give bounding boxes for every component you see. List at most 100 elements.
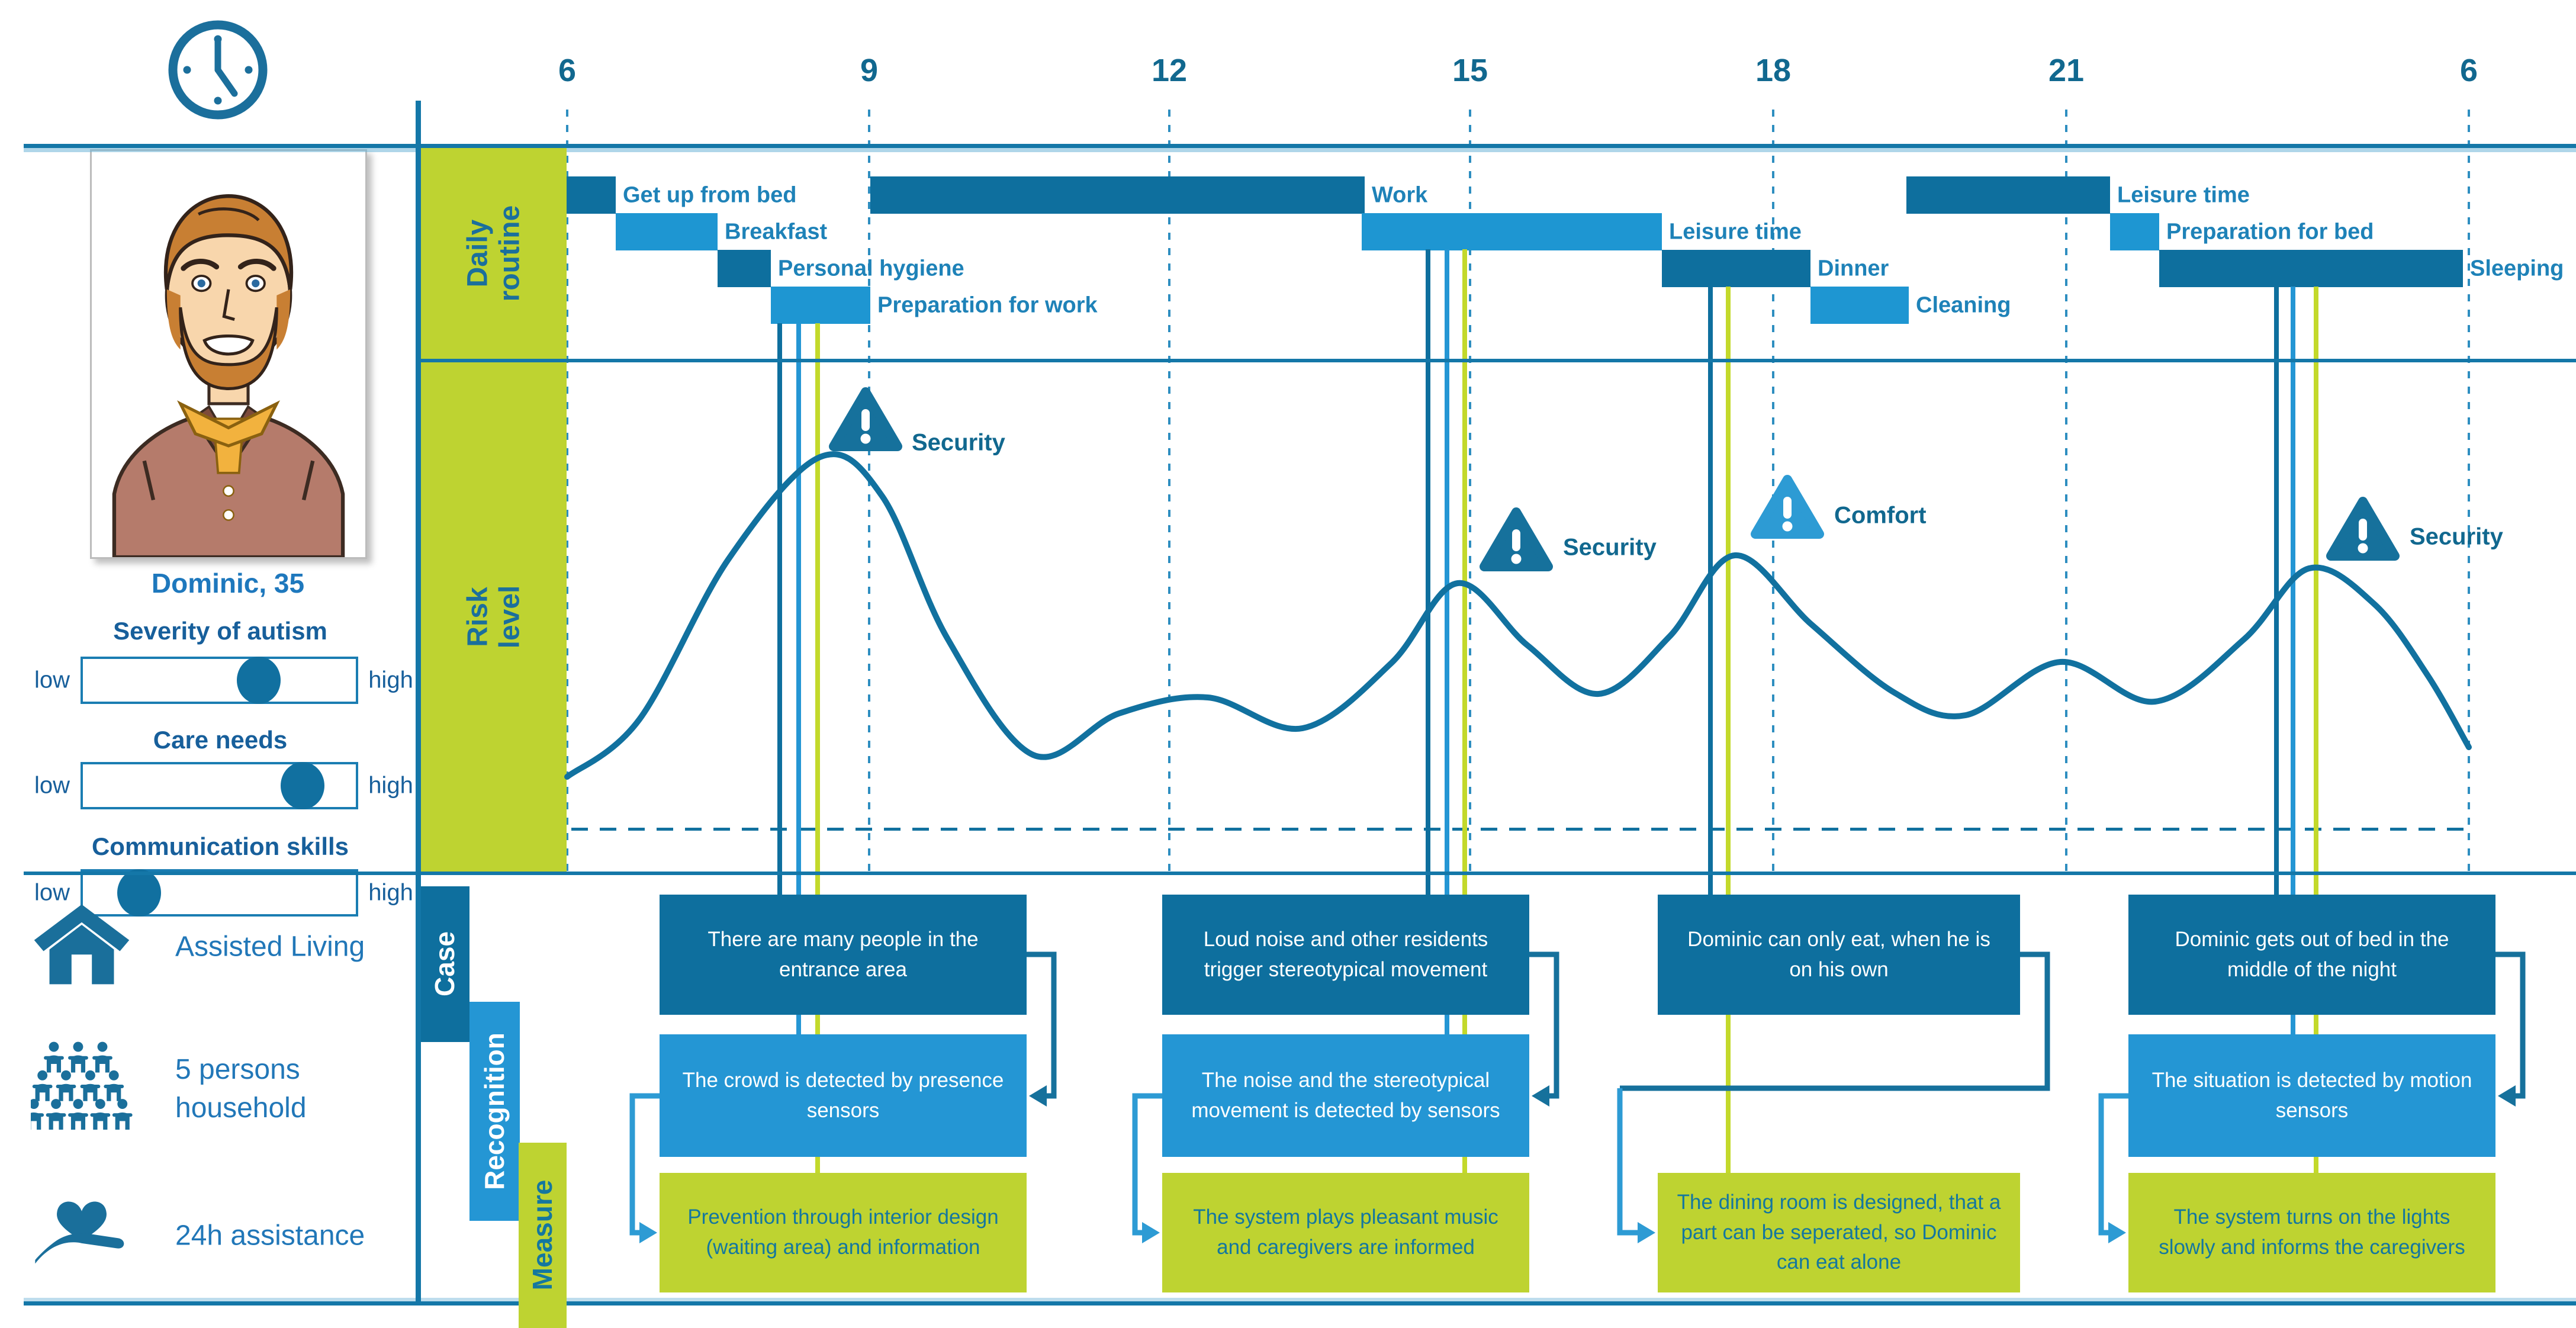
slider-title: Severity of autism xyxy=(113,617,327,645)
case-box: Dominic can only eat, when he is on his … xyxy=(1658,895,2020,1015)
section-label-recognition: Recognition xyxy=(479,1033,510,1190)
recognition-box: The situation is detected by motion sens… xyxy=(2128,1034,2495,1157)
bottom-rule xyxy=(24,1301,2576,1306)
slider-low-label: low xyxy=(34,879,70,906)
fact-icon-box xyxy=(31,896,133,993)
hour-label: 9 xyxy=(860,53,879,88)
fact-label: 24h assistance xyxy=(175,1220,365,1252)
section-label-case: Case xyxy=(429,931,461,996)
hour-label: 21 xyxy=(2048,53,2085,88)
connector-arrowhead xyxy=(2108,1222,2126,1243)
measure-box-text: The system plays pleasant music and care… xyxy=(1193,1205,1498,1259)
case-label-band xyxy=(421,886,469,1042)
connector-case-to-measure-tail xyxy=(1617,1088,1649,1236)
case-box-text: Dominic can only eat, when he is on his … xyxy=(1687,927,1990,981)
warning-triangle-part xyxy=(1782,521,1793,532)
gantt-bar-label: Cleaning xyxy=(1916,292,2011,317)
recognition-label-band xyxy=(469,1002,520,1221)
warning-triangle-icon xyxy=(2326,497,2400,561)
warning-triangle-part xyxy=(2358,543,2368,554)
connector-recognition-to-measure xyxy=(1132,1093,1162,1236)
risk-curve xyxy=(564,451,2472,780)
hour-gridline xyxy=(2468,110,2470,872)
gantt-bar-breakfast xyxy=(616,213,718,250)
risk-baseline-dashed xyxy=(571,828,2469,831)
recognition-box: The crowd is detected by presence sensor… xyxy=(660,1034,1027,1157)
gantt-bar-sleeping xyxy=(2159,250,2463,287)
slider-low-label: low xyxy=(34,772,70,799)
connector-arrowhead xyxy=(2498,1085,2516,1107)
hour-label: 12 xyxy=(1151,53,1188,88)
gantt-bar-label: Preparation for work xyxy=(877,292,1098,317)
household-icon xyxy=(24,1041,133,1130)
connector-case-to-recognition xyxy=(2495,951,2526,1099)
gantt-bar-label: Breakfast xyxy=(725,219,828,244)
event-line-case xyxy=(1708,287,1713,895)
portrait-illustration xyxy=(93,151,364,560)
gantt-bar-label: Preparation for bed xyxy=(2166,219,2374,244)
house-icon xyxy=(34,904,130,985)
measure-box-text: The dining room is designed, that a part… xyxy=(1677,1190,2001,1274)
slider-high-label: high xyxy=(368,772,413,799)
connector-arrowhead xyxy=(639,1222,657,1243)
gantt-bar-label: Work xyxy=(1372,182,1428,207)
hour-label: 15 xyxy=(1452,53,1488,88)
gantt-bar-leisure-time xyxy=(1362,213,1662,250)
recognition-box-text: The noise and the stereotypical movement… xyxy=(1191,1068,1500,1122)
connector-case-to-recognition xyxy=(1027,951,1057,1099)
connector-arrowhead xyxy=(1532,1085,1549,1107)
gantt-bar-get-up-from-bed xyxy=(566,176,616,214)
case-box: Loud noise and other residents trigger s… xyxy=(1162,895,1529,1015)
recognition-box-text: The situation is detected by motion sens… xyxy=(2152,1068,2472,1122)
hour-label: 18 xyxy=(1755,53,1792,88)
warning-triangle-part xyxy=(1512,529,1520,551)
connector-recognition-to-measure xyxy=(2098,1093,2128,1236)
risk-bottom-separator xyxy=(24,872,2576,875)
case-box-text: There are many people in the entrance ar… xyxy=(707,927,979,981)
slider-low-label: low xyxy=(34,667,70,693)
warning-triangle-part xyxy=(2359,519,2367,541)
gantt-bar-dinner xyxy=(1662,250,1810,287)
measure-label-band xyxy=(519,1143,567,1328)
gantt-bar-label: Dinner xyxy=(1818,256,1889,281)
assistance-icon xyxy=(35,1201,124,1264)
gantt-bar-personal-hygiene xyxy=(718,250,771,287)
warning-triangle-icon xyxy=(829,387,902,451)
connector-arrowhead xyxy=(1029,1085,1047,1107)
fact-label: 5 persons household xyxy=(175,1054,307,1124)
risk-level-band xyxy=(421,362,567,872)
warning-triangle-icon xyxy=(1751,475,1824,539)
connector-case-to-recognition xyxy=(1529,951,1559,1099)
hour-label: 6 xyxy=(2459,53,2478,88)
case-box-text: Dominic gets out of bed in the middle of… xyxy=(2175,927,2449,981)
gantt-bar-label: Get up from bed xyxy=(623,182,797,207)
connector-arrowhead xyxy=(1142,1222,1160,1243)
section-label-daily-routine: Daily routine xyxy=(462,205,525,302)
slider-knob xyxy=(117,869,161,917)
measure-box-text: Prevention through interior design (wait… xyxy=(687,1205,999,1259)
warning-triangle-part xyxy=(1783,497,1792,519)
measure-box-text: The system turns on the lights slowly an… xyxy=(2159,1205,2465,1259)
measure-box: The system turns on the lights slowly an… xyxy=(2128,1173,2495,1292)
hour-gridline xyxy=(868,110,870,872)
daily-risk-separator xyxy=(417,359,2576,362)
slider-knob xyxy=(281,762,325,809)
connector-arrowhead xyxy=(1638,1222,1655,1243)
fact-label: Assisted Living xyxy=(175,931,365,963)
warning-triangle-part xyxy=(2326,497,2400,561)
event-line-measure xyxy=(1726,287,1731,1173)
daily-routine-band xyxy=(421,148,567,359)
warning-triangle-part xyxy=(1480,507,1553,571)
recognition-box: The noise and the stereotypical movement… xyxy=(1162,1034,1529,1157)
gantt-bar-leisure-time xyxy=(1906,176,2110,214)
slider-high-label: high xyxy=(368,667,413,693)
slider-title: Care needs xyxy=(153,726,288,754)
measure-box: The dining room is designed, that a part… xyxy=(1658,1173,2020,1292)
section-label-risk-level: Risk level xyxy=(462,585,525,649)
gantt-bar-label: Sleeping xyxy=(2470,256,2564,281)
measure-box: Prevention through interior design (wait… xyxy=(660,1173,1027,1292)
fact-icon-box xyxy=(24,1040,133,1137)
section-label-measure: Measure xyxy=(527,1179,558,1291)
hour-label: 6 xyxy=(558,53,577,88)
